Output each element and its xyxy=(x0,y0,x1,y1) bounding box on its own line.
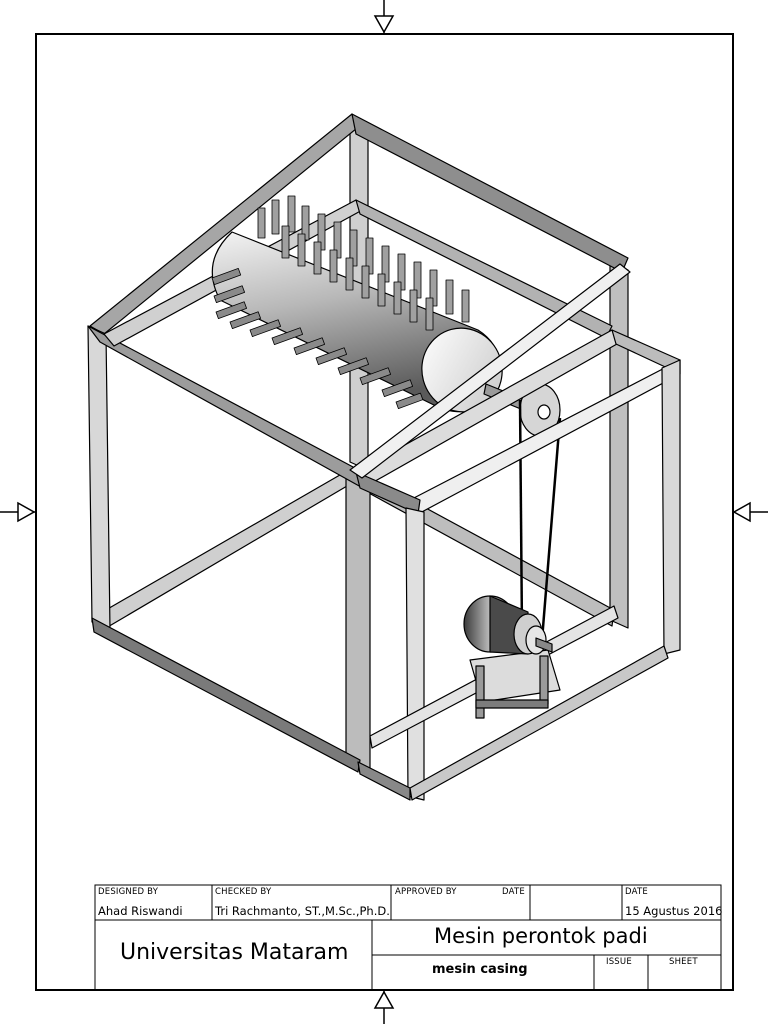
issue-label: ISSUE xyxy=(606,957,632,967)
drive-belt xyxy=(518,399,562,641)
ext-bottom-rail-front xyxy=(357,761,411,801)
frame-bottom-rail-back-left xyxy=(91,467,365,629)
drum-pegs xyxy=(257,195,470,331)
ext-post-right xyxy=(661,359,681,655)
title-block-grid xyxy=(94,884,722,991)
frame-post-right-back xyxy=(609,261,629,629)
frame-post-front-middle xyxy=(345,467,371,771)
designed-by-label: DESIGNED BY xyxy=(98,887,159,897)
checked-by-value: Tri Rachmanto, ST.,M.Sc.,Ph.D. xyxy=(215,904,390,918)
center-marker-bottom xyxy=(373,990,395,1024)
frame-bottom-rail-front xyxy=(91,617,361,773)
drawing-subtitle: mesin casing xyxy=(432,962,528,977)
frame-post-front-left xyxy=(87,325,111,631)
organization-name: Universitas Mataram xyxy=(120,940,349,965)
date-value: 15 Agustus 2016 xyxy=(625,904,723,918)
drum-side-pegs xyxy=(211,268,424,409)
center-marker-right xyxy=(732,501,768,523)
electric-motor xyxy=(463,595,561,719)
designed-by-value: Ahad Riswandi xyxy=(98,904,183,918)
checked-by-label: CHECKED BY xyxy=(215,887,272,897)
date-label: DATE xyxy=(625,887,648,897)
drawing-title: Mesin perontok padi xyxy=(434,924,648,948)
approved-date-label: DATE xyxy=(502,887,525,897)
center-marker-top xyxy=(373,0,395,34)
approved-by-label: APPROVED BY xyxy=(395,887,457,897)
center-marker-left xyxy=(0,501,36,523)
ext-bottom-rail-right xyxy=(409,645,669,801)
frame-top-rail-back-right xyxy=(351,113,629,273)
drum-pulley-hub xyxy=(537,404,551,420)
ext-post-front xyxy=(405,507,425,801)
sheet-label: SHEET xyxy=(669,957,698,967)
diagonal-brace xyxy=(349,263,631,479)
machine-isometric-drawing xyxy=(87,113,681,801)
